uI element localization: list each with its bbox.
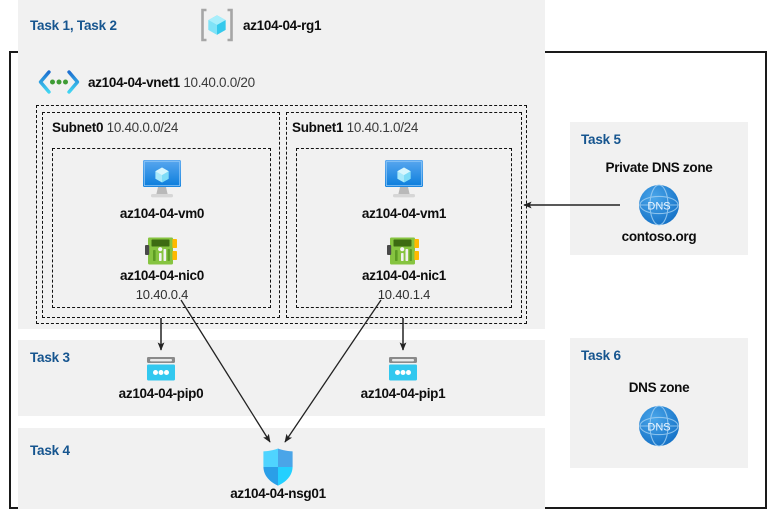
vm0-name: az104-04-vm0 — [119, 206, 205, 221]
private-dns-zone-name: contoso.org — [621, 229, 697, 244]
vnet-panel — [18, 51, 545, 329]
network-interface-icon — [387, 236, 421, 266]
network-interface-icon — [145, 236, 179, 266]
dns-zone-icon: DNS — [637, 404, 681, 448]
resource-group-icon — [199, 7, 235, 43]
task-label-3: Task 3 — [30, 350, 70, 365]
nic1-private-ip: 10.40.1.4 — [377, 287, 431, 302]
subnet0-inner-boundary — [52, 148, 271, 308]
subnet0-title: Subnet0 10.40.0.0/24 — [52, 120, 178, 135]
task-label-1-2: Task 1, Task 2 — [30, 18, 117, 33]
subnet1-prefix: 10.40.1.0/24 — [346, 120, 419, 135]
nic0-name: az104-04-nic0 — [120, 268, 204, 283]
pip0-name: az104-04-pip0 — [118, 386, 204, 401]
task3-panel — [18, 340, 545, 416]
subnet1-inner-boundary — [296, 148, 512, 308]
vm1-name: az104-04-vm1 — [361, 206, 447, 221]
vnet-boundary — [36, 105, 527, 324]
network-security-group-icon — [261, 447, 295, 487]
virtual-network-icon — [36, 68, 82, 96]
vnet-name: az104-04-vnet1 — [88, 75, 180, 90]
dns-zone-icon: DNS — [637, 183, 681, 227]
svg-text:DNS: DNS — [647, 201, 670, 213]
task-label-6: Task 6 — [581, 348, 621, 363]
dns-zone-heading: DNS zone — [628, 380, 690, 395]
nic0-private-ip: 10.40.0.4 — [135, 287, 189, 302]
virtual-machine-icon — [380, 157, 428, 201]
virtual-machine-icon — [138, 157, 186, 201]
pip1-name: az104-04-pip1 — [360, 386, 446, 401]
subnet0-prefix: 10.40.0.0/24 — [106, 120, 179, 135]
task-label-5: Task 5 — [581, 132, 621, 147]
vnet-title: az104-04-vnet1 10.40.0.0/20 — [88, 75, 255, 90]
subnet1-name: Subnet1 — [292, 120, 344, 135]
task-label-4: Task 4 — [30, 443, 70, 458]
resource-group-name: az104-04-rg1 — [243, 18, 322, 33]
vnet-address-space: 10.40.0.0/20 — [183, 75, 255, 90]
svg-text:DNS: DNS — [647, 422, 670, 434]
subnet0-name: Subnet0 — [52, 120, 104, 135]
header-band — [18, 0, 545, 51]
public-ip-address-icon — [387, 355, 419, 383]
subnet1-boundary — [286, 112, 522, 318]
public-ip-address-icon — [145, 355, 177, 383]
nic1-name: az104-04-nic1 — [362, 268, 446, 283]
private-dns-zone-heading: Private DNS zone — [605, 160, 713, 175]
subnet1-title: Subnet1 10.40.1.0/24 — [292, 120, 418, 135]
nsg-name: az104-04-nsg01 — [230, 486, 326, 501]
subnet0-boundary — [42, 112, 280, 318]
